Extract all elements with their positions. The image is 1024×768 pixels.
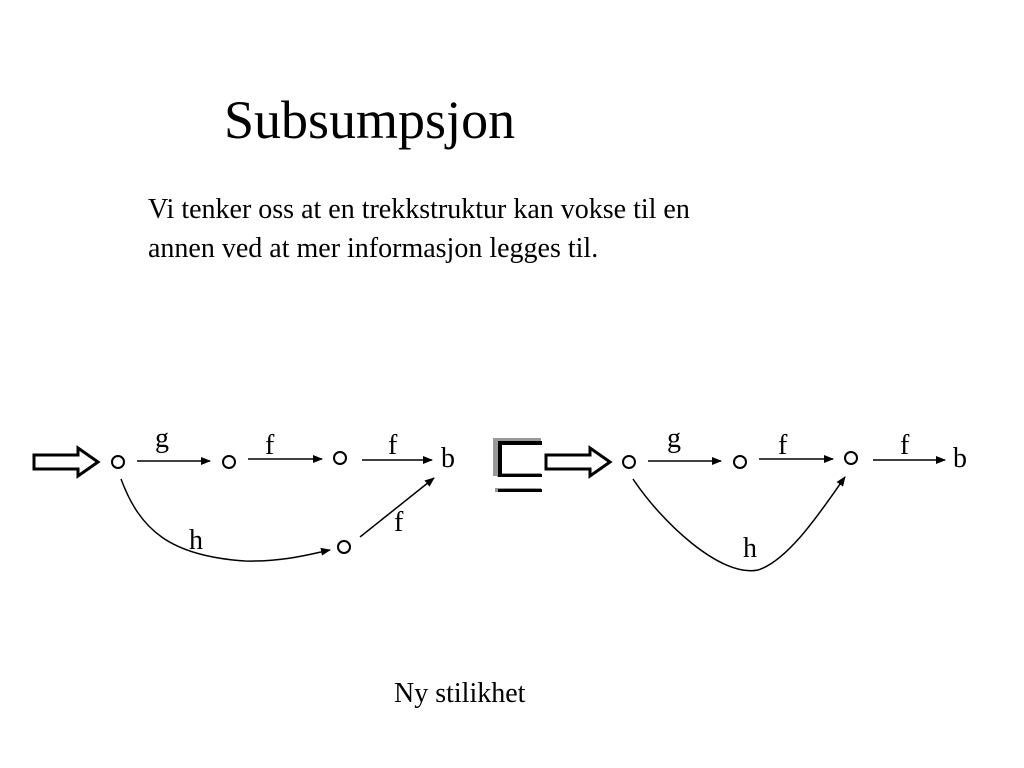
left-node-2 bbox=[222, 455, 236, 469]
caption: Ny stilikhet bbox=[394, 678, 526, 709]
right-label-g: g bbox=[667, 423, 681, 454]
right-label-f1: f bbox=[778, 430, 788, 461]
subsumption-icon bbox=[493, 438, 542, 492]
right-node-3 bbox=[844, 451, 858, 465]
right-label-f2: f bbox=[900, 430, 910, 461]
right-edge-h bbox=[632, 476, 846, 572]
right-entry-arrow-icon bbox=[544, 445, 613, 479]
page-title: Subsumpsjon bbox=[224, 90, 516, 150]
left-node-3 bbox=[333, 451, 347, 465]
left-node-4 bbox=[337, 540, 351, 554]
left-entry-arrow-icon bbox=[32, 445, 101, 479]
right-structure: g f f b h bbox=[544, 423, 967, 572]
intro-line-2: annen ved at mer informasjon legges til. bbox=[148, 233, 599, 264]
right-label-b: b bbox=[953, 443, 967, 474]
right-label-h: h bbox=[743, 533, 757, 564]
left-label-g: g bbox=[155, 423, 169, 454]
left-edge-f3 bbox=[359, 477, 435, 538]
intro-line-1: Vi tenker oss at en trekkstruktur kan vo… bbox=[148, 194, 690, 225]
right-node-2 bbox=[733, 455, 747, 469]
right-node-1 bbox=[622, 455, 636, 469]
left-label-h: h bbox=[189, 525, 203, 556]
left-edge-h bbox=[120, 478, 331, 562]
left-label-b: b bbox=[441, 443, 455, 474]
left-structure: g f f b h f bbox=[32, 423, 455, 562]
left-node-1 bbox=[111, 455, 125, 469]
left-label-f3: f bbox=[394, 507, 404, 538]
left-label-f2: f bbox=[388, 430, 398, 461]
left-label-f1: f bbox=[265, 430, 275, 461]
intro-text: Vi tenker oss at en trekkstruktur kan vo… bbox=[148, 190, 868, 268]
